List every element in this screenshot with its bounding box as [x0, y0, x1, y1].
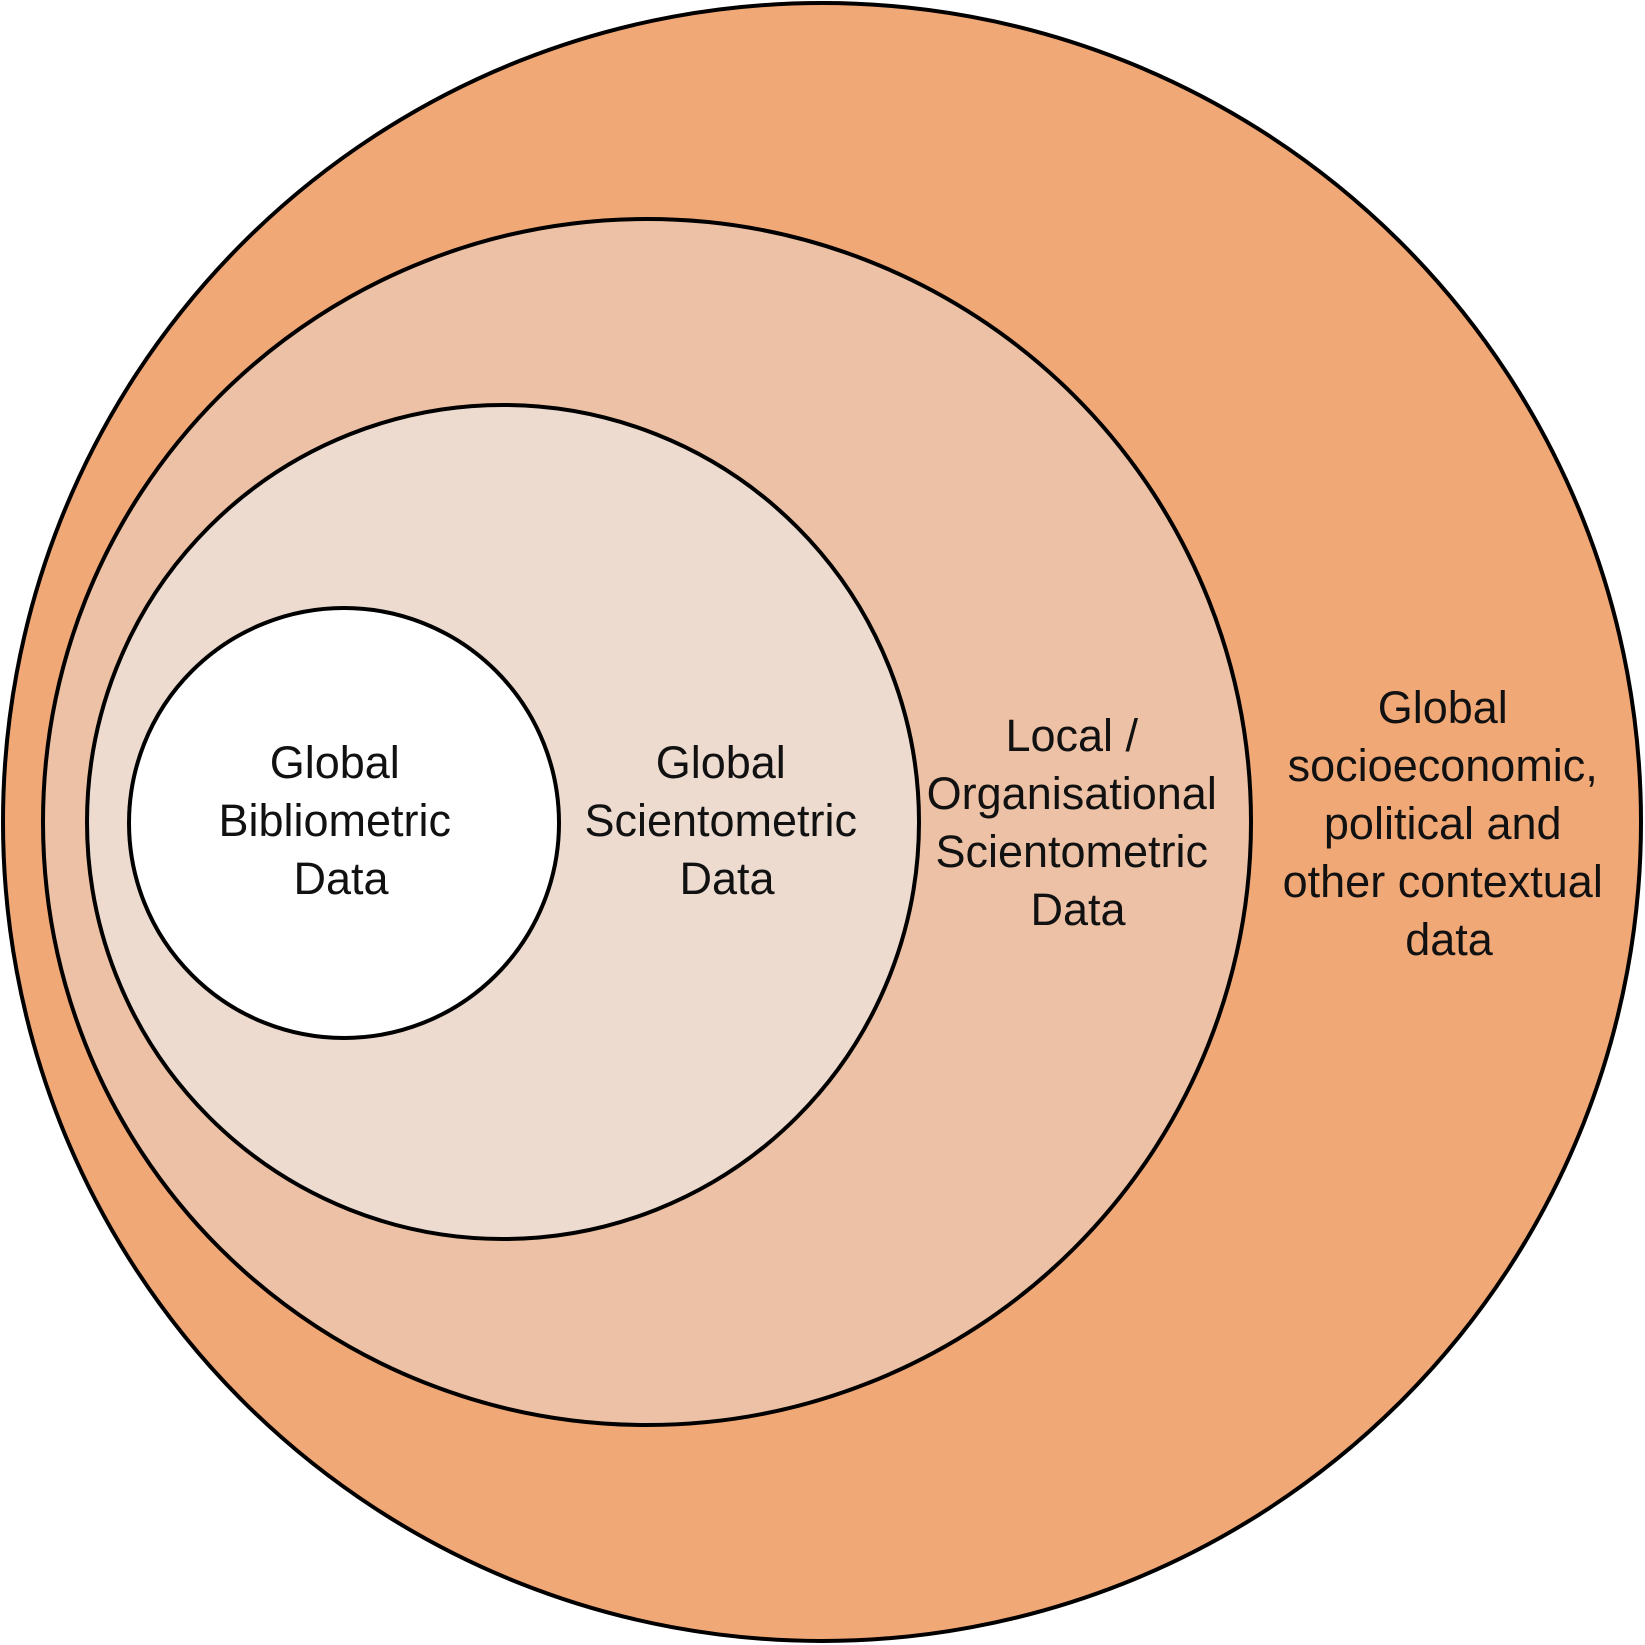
inner-label-line: Global	[656, 737, 786, 788]
inner-label-line: Scientometric	[584, 795, 857, 846]
outer-label-line: other contextual	[1283, 856, 1603, 907]
core-label-line: Data	[293, 853, 389, 904]
outer-label-line: political and	[1324, 798, 1562, 849]
core-label-line: Bibliometric	[218, 795, 451, 846]
middle-label: Local / Organisational Scientometric Dat…	[927, 710, 1230, 935]
outer-label-line: Global	[1378, 682, 1508, 733]
outer-label-line: socioeconomic,	[1288, 740, 1598, 791]
middle-label-line: Data	[1030, 884, 1126, 935]
outer-label: Global socioeconomic, political and othe…	[1283, 682, 1616, 965]
middle-label-line: Local /	[1005, 710, 1138, 761]
core-label: Global Bibliometric Data	[218, 737, 463, 904]
core-label-line: Global	[270, 737, 400, 788]
core-circle-global-bibliometric-data	[127, 606, 561, 1040]
middle-label-line: Organisational	[927, 768, 1217, 819]
inner-label: Global Scientometric Data	[584, 737, 869, 904]
middle-label-line: Scientometric	[935, 826, 1208, 877]
inner-label-line: Data	[679, 853, 775, 904]
outer-label-line: data	[1405, 914, 1494, 965]
